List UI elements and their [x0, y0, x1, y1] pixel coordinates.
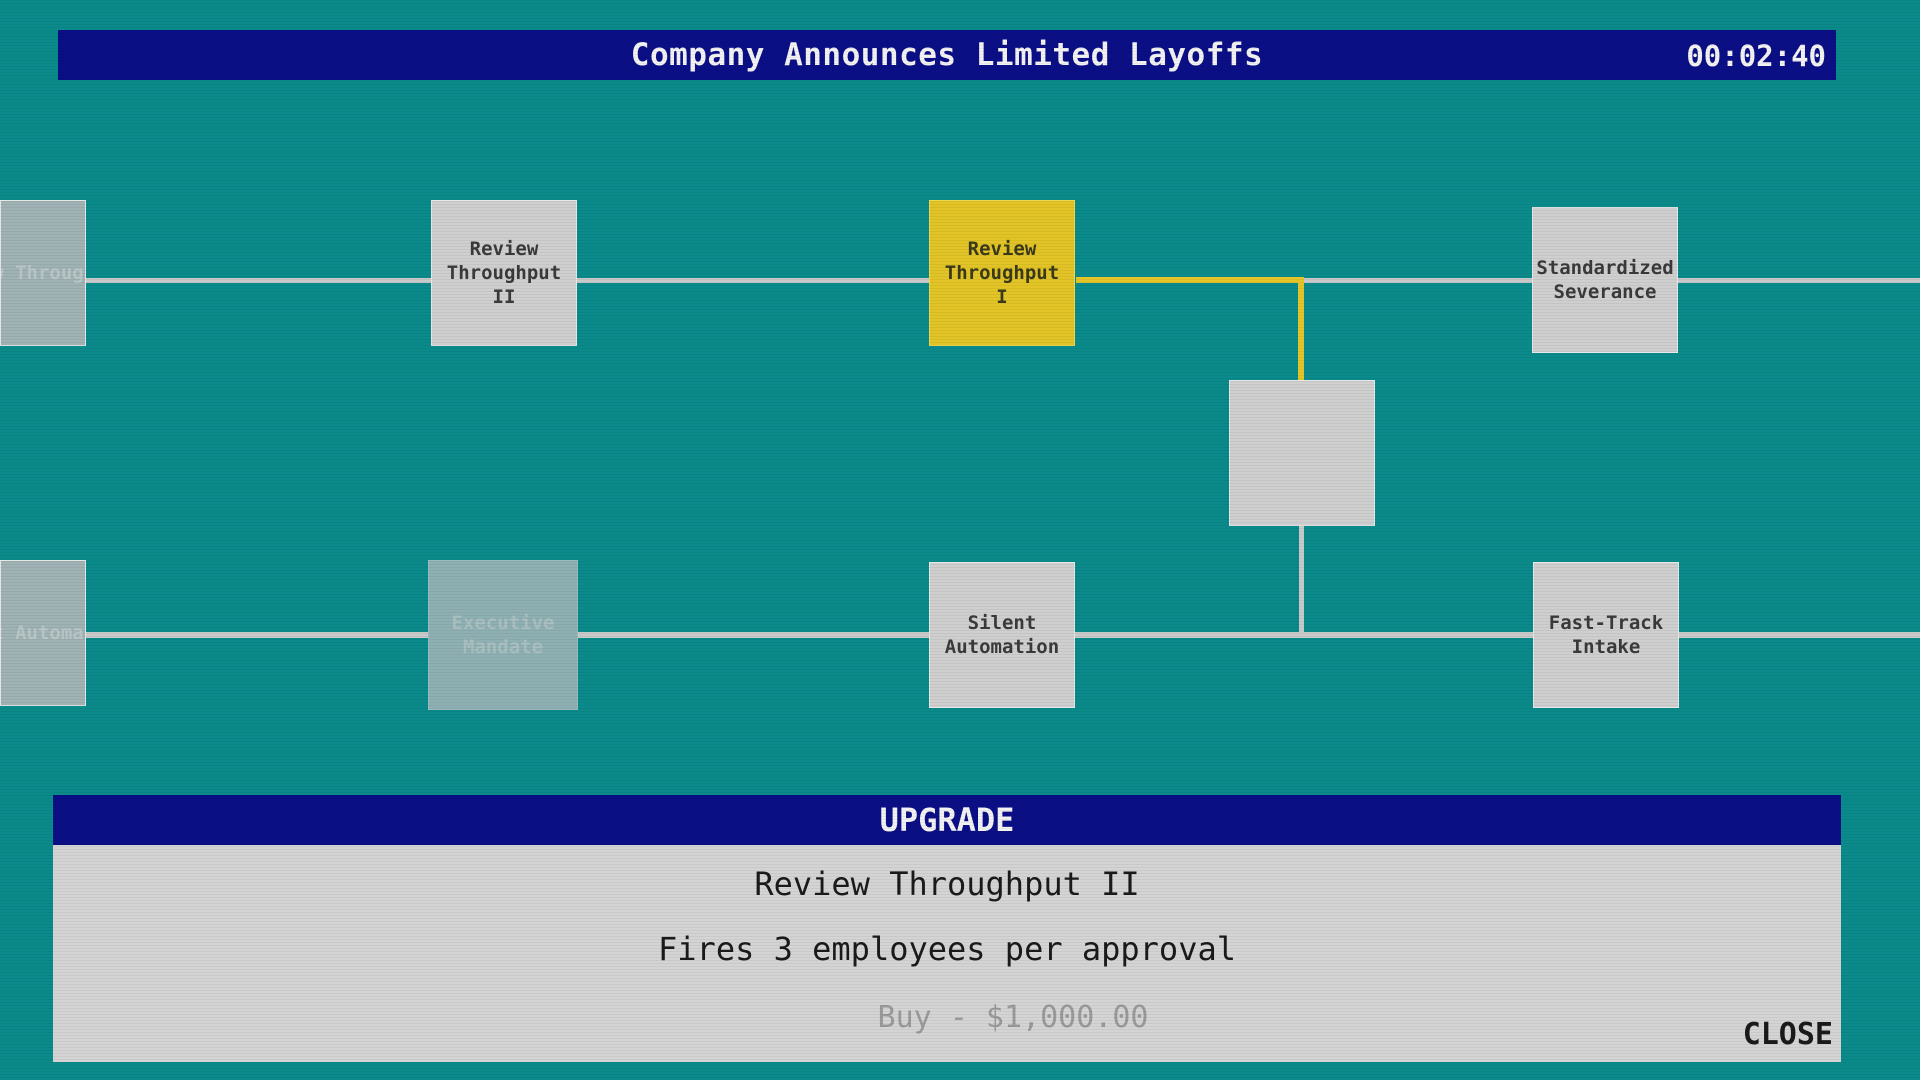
upgrade-node-label: Review Throughput I	[944, 238, 1060, 308]
upgrade-node-label: Silent Automation	[944, 612, 1060, 658]
upgrade-node-review-throughput-1[interactable]: Review Throughput I	[929, 200, 1075, 346]
game-timer: 00:02:40	[1686, 39, 1826, 73]
upgrade-node-review-throughput-2[interactable]: Review Throughput II	[431, 200, 577, 346]
upgrade-node-label: Review Throughput III	[1, 262, 85, 284]
connector-active-horizontal	[1076, 277, 1304, 283]
upgrade-name: Review Throughput II	[754, 865, 1140, 903]
connector-active-vertical	[1298, 277, 1304, 385]
upgrade-node-label: Standardized Severance	[1536, 257, 1674, 303]
upgrade-node-silent-automation[interactable]: Silent Automation	[929, 562, 1075, 708]
upgrade-node-label: Silent Automation	[1, 622, 85, 644]
upgrade-panel-header: UPGRADE	[53, 795, 1841, 845]
upgrade-node-label: Review Throughput II	[446, 238, 562, 308]
event-title: Company Announces Limited Layoffs	[630, 37, 1264, 73]
upgrade-node-fast-track-intake[interactable]: Fast-Track Intake	[1533, 562, 1679, 708]
upgrade-node-review-throughput-3[interactable]: Review Throughput III	[0, 200, 86, 346]
connector-center-vertical	[1299, 526, 1304, 638]
close-button[interactable]: CLOSE	[1742, 1017, 1833, 1052]
title-bar: Company Announces Limited Layoffs 00:02:…	[58, 30, 1836, 80]
upgrade-node-label: Fast-Track Intake	[1548, 612, 1664, 658]
upgrade-node-label: Executive Mandate	[451, 612, 555, 658]
upgrade-node-standardized-severance[interactable]: Standardized Severance	[1532, 207, 1678, 353]
upgrade-node-executive-mandate[interactable]: Executive Mandate	[428, 560, 578, 710]
upgrade-description: Fires 3 employees per approval	[658, 930, 1236, 968]
upgrade-node-bottom-left-partial[interactable]: Silent Automation	[0, 560, 86, 706]
upgrade-panel: UPGRADE Review Throughput II Fires 3 emp…	[53, 795, 1841, 1062]
buy-button[interactable]: Buy - $1,000.00	[877, 1000, 1149, 1035]
upgrade-node-unrevealed[interactable]	[1229, 380, 1375, 526]
